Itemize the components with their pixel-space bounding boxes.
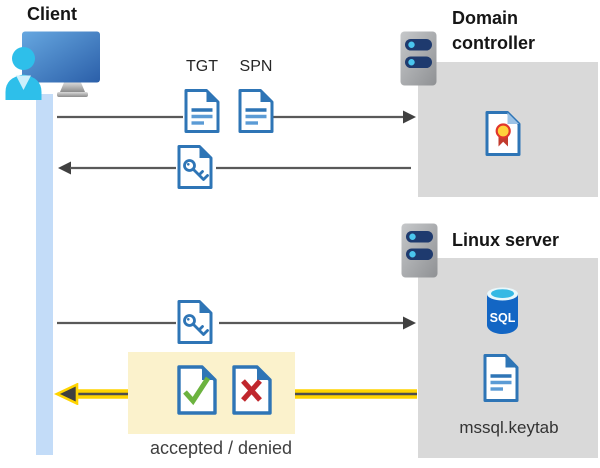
arrow-ticket-to-linux xyxy=(57,316,416,330)
check-icon xyxy=(183,376,211,406)
keytab-label: mssql.keytab xyxy=(459,418,559,437)
monitor-stand xyxy=(60,82,85,92)
key-glyph xyxy=(183,159,209,181)
x-icon xyxy=(241,379,262,402)
certificate-document-icon xyxy=(485,111,521,156)
arrow-left-head xyxy=(58,161,71,175)
denied-x-document-icon xyxy=(232,365,272,415)
client-icon xyxy=(5,31,100,100)
domain-controller-label: Domain controller xyxy=(452,8,536,53)
spn-document-icon xyxy=(238,89,274,133)
client-lifeline-bar xyxy=(36,94,53,455)
accepted-check-document-icon xyxy=(177,365,217,415)
linux-server-label: Linux server xyxy=(452,230,560,250)
arrow-ticket-response xyxy=(58,161,411,175)
arrow-left-head xyxy=(53,383,79,405)
tgt-document-icon xyxy=(184,89,220,133)
monitor-base xyxy=(57,92,88,97)
key-ticket-document-icon xyxy=(177,300,213,344)
key-ticket-document-icon xyxy=(177,145,213,189)
tgt-label: TGT xyxy=(186,58,218,75)
arrow-tgt-spn-request xyxy=(57,110,416,124)
linux-server-icon xyxy=(401,223,438,278)
accepted-denied-label: accepted / denied xyxy=(149,438,293,458)
domain-controller-server-icon xyxy=(400,31,437,86)
sql-database-icon: SQL xyxy=(487,287,518,334)
client-label: Client xyxy=(27,4,78,24)
keytab-document-icon xyxy=(483,354,519,402)
arrow-right-head xyxy=(403,316,416,330)
sql-text: SQL xyxy=(490,311,516,325)
seal-icon xyxy=(495,123,511,139)
person-icon xyxy=(5,47,42,100)
key-glyph xyxy=(183,314,209,336)
arrow-right-head xyxy=(403,110,416,124)
spn-label: SPN xyxy=(239,58,273,75)
monitor-icon xyxy=(22,31,100,83)
